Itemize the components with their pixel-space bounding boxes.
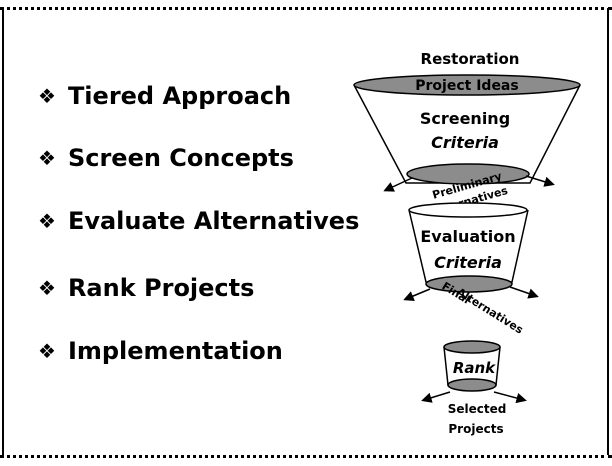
bullet-label: Screen Concepts	[67, 144, 294, 172]
stage2-label-line2: Criteria	[434, 253, 502, 272]
left-arrow-3	[421, 391, 451, 403]
bottom-label-line1: Selected	[448, 402, 507, 416]
funnel-top-label-line1: Restoration	[421, 50, 520, 68]
diamond-bullet-icon: ❖	[38, 146, 56, 170]
diamond-bullet-icon: ❖	[38, 84, 56, 108]
diamond-bullet-icon: ❖	[38, 209, 56, 233]
funnel-stage2-top-ellipse	[408, 202, 528, 218]
stage1-label-line2: Criteria	[431, 133, 499, 152]
stage1-label-line1: Screening	[420, 109, 510, 128]
funnel-stage1-top-ellipse	[353, 74, 581, 96]
frame-right-border	[607, 8, 609, 455]
bullet-label: Rank Projects	[67, 274, 255, 302]
bullet-tiered-approach: ❖ Tiered Approach	[38, 76, 291, 116]
rank-cylinder-top-ellipse	[443, 340, 501, 354]
bullet-implementation: ❖ Implementation	[38, 331, 283, 371]
right-arrow-2	[509, 286, 539, 299]
stage3-rank-label: Rank	[453, 359, 496, 377]
bullet-rank-projects: ❖ Rank Projects	[38, 268, 254, 308]
funnel-stage1-bottom-ellipse	[406, 163, 530, 185]
funnel-diagram: Restoration Project Ideas Screening Crit…	[353, 50, 581, 436]
diamond-bullet-icon: ❖	[38, 339, 56, 363]
frame-left-border	[2, 8, 4, 455]
right-arrow-3	[493, 391, 527, 404]
left-arrow-1	[383, 177, 413, 192]
stage2-label-line1: Evaluation	[420, 227, 515, 246]
right-arrow-1	[525, 175, 555, 187]
frame-top-border	[0, 7, 612, 10]
rank-cylinder-bottom-ellipse	[447, 378, 497, 392]
between2-label-line2: Alternatives	[454, 285, 526, 336]
bullet-label: Tiered Approach	[67, 82, 292, 110]
frame-bottom-border	[0, 455, 612, 458]
bullet-screen-concepts: ❖ Screen Concepts	[38, 138, 294, 178]
bottom-label-line2: Projects	[448, 422, 503, 436]
funnel-stage2-bottom-ellipse	[425, 275, 513, 293]
bullet-evaluate-alternatives: ❖ Evaluate Alternatives	[38, 201, 359, 241]
bullet-label: Evaluate Alternatives	[67, 207, 360, 235]
left-arrow-2	[403, 288, 431, 301]
diamond-bullet-icon: ❖	[38, 276, 56, 300]
funnel-top-label-line2: Project Ideas	[415, 78, 518, 94]
bullet-label: Implementation	[67, 337, 283, 365]
